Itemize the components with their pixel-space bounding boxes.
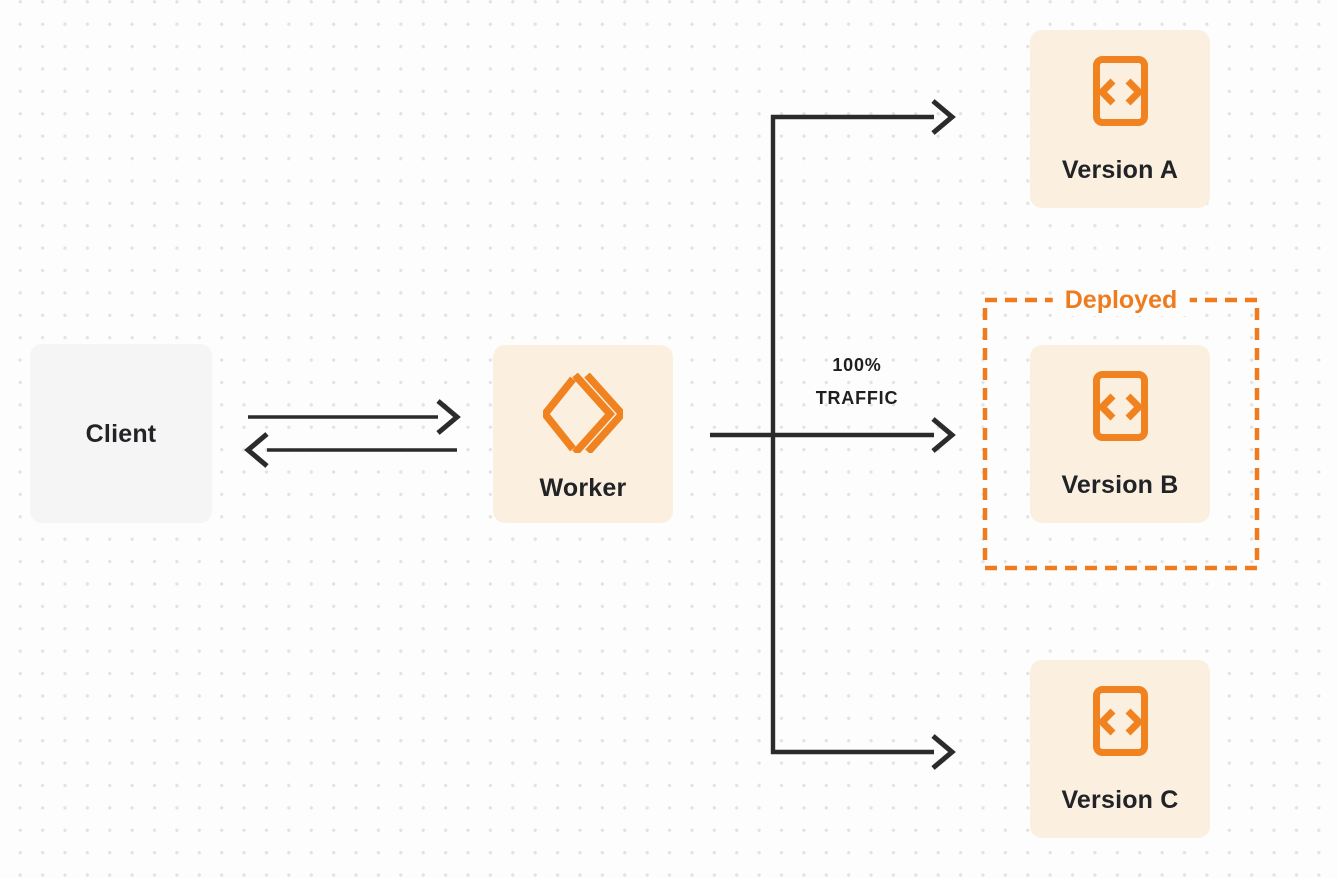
code-angle-brackets-icon: [1092, 371, 1148, 441]
workers-logo-icon: [543, 373, 623, 453]
arrowhead-version-a-icon: [931, 99, 956, 135]
worker-node: Worker: [493, 345, 673, 523]
traffic-label: 100% TRAFFIC: [777, 349, 937, 415]
version-a-node: Version A: [1030, 30, 1210, 208]
worker-label: Worker: [539, 474, 627, 502]
traffic-word: TRAFFIC: [815, 388, 899, 408]
branch-trunk-line: [770, 114, 934, 755]
code-angle-brackets-icon: [1092, 56, 1148, 126]
deployed-label: Deployed: [1052, 284, 1190, 316]
arrowhead-version-b-icon: [931, 417, 956, 453]
deployed-dashed-frame: [982, 297, 1260, 571]
version-b-node: Version B: [1030, 345, 1210, 523]
client-node: Client: [30, 344, 212, 523]
traffic-percent: 100%: [832, 355, 882, 375]
arrowhead-right-icon: [436, 399, 461, 435]
version-c-node: Version C: [1030, 660, 1210, 838]
code-angle-brackets-icon: [1092, 686, 1148, 756]
arrowhead-version-c-icon: [931, 734, 956, 770]
client-label: Client: [85, 419, 157, 448]
version-b-label: Version B: [1061, 471, 1179, 499]
version-a-label: Version A: [1061, 156, 1179, 184]
arrowhead-left-icon: [244, 432, 269, 468]
version-c-label: Version C: [1061, 786, 1179, 814]
